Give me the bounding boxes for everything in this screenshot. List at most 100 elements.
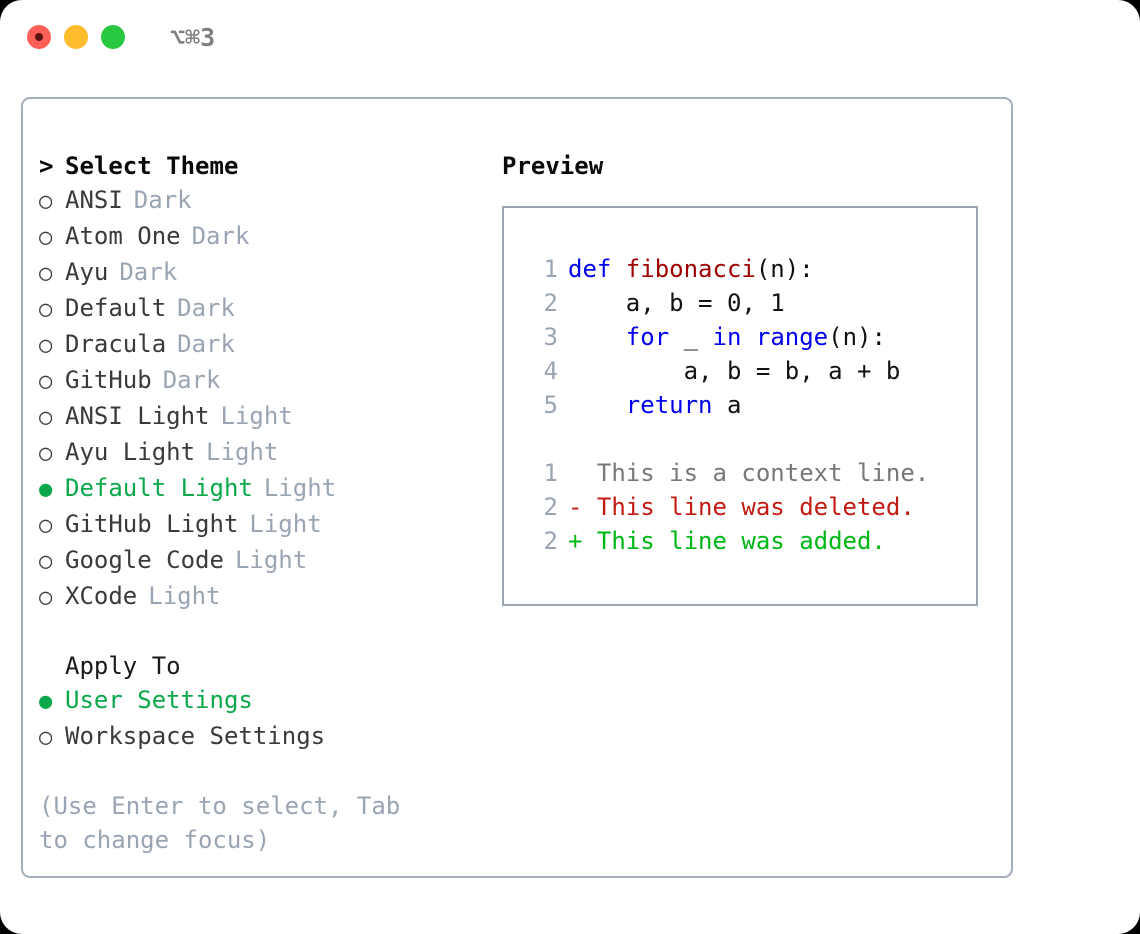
theme-option-label: Google Code (65, 546, 224, 574)
apply-to-option-user-settings[interactable]: ● User Settings (39, 683, 469, 719)
code-diff-gap (524, 422, 976, 456)
theme-picker-title: Select Theme (65, 152, 239, 180)
code-token-ctx: This is a context line. (568, 459, 930, 487)
line-number: 5 (543, 391, 558, 419)
code-token-txt: a, b = 0, 1 (568, 289, 785, 317)
keyboard-hint-text: (Use Enter to select, Tab to change focu… (39, 792, 415, 854)
theme-option-label: Dracula (65, 330, 167, 358)
code-line: 5 return a (524, 388, 976, 422)
theme-option-label: Ayu Light (65, 438, 196, 466)
theme-option-label: XCode (65, 582, 138, 610)
radio-unselected-icon: ○ (39, 261, 53, 286)
theme-option-tag: Light (206, 438, 279, 466)
diff-line: 2+ This line was added. (524, 524, 976, 558)
apply-to-title: Apply To (65, 652, 181, 680)
theme-option-label: Ayu (65, 258, 109, 286)
theme-picker-header: > Select Theme (39, 149, 469, 183)
apply-to-option-label: User Settings (65, 686, 253, 714)
theme-option-label: ANSI Light (65, 402, 210, 430)
code-token-txt: a (712, 391, 742, 419)
theme-option-tag: Light (148, 582, 221, 610)
diff-sample: 1 This is a context line. 2 - This line wa… (524, 456, 976, 558)
theme-option-google-code[interactable]: ○ Google Code Light (39, 543, 469, 579)
radio-unselected-icon: ○ (39, 549, 53, 574)
radio-unselected-icon: ○ (39, 333, 53, 358)
close-window-button[interactable] (27, 25, 51, 49)
zoom-window-button[interactable] (101, 25, 125, 49)
code-line: 1 def fibonacci(n): (524, 252, 976, 286)
radio-unselected-icon: ○ (39, 297, 53, 322)
code-token-txt (568, 388, 626, 422)
apply-to-option-label: Workspace Settings (65, 722, 326, 750)
theme-option-label: ANSI (65, 186, 123, 214)
line-number: 4 (543, 357, 558, 385)
theme-option-default[interactable]: ○ Default Dark (39, 291, 469, 327)
code-token-kw: in (712, 323, 742, 351)
theme-option-dracula[interactable]: ○ Dracula Dark (39, 327, 469, 363)
apply-to-option-workspace-settings[interactable]: ○ Workspace Settings (39, 719, 469, 755)
code-token-kw: return (625, 391, 713, 419)
radio-unselected-icon: ○ (39, 441, 53, 466)
code-token-kw: range (755, 323, 829, 351)
title-bar: ⌥⌘3 (0, 0, 1140, 78)
theme-option-ayu[interactable]: ○ Ayu Dark (39, 255, 469, 291)
code-token-txt: (n): (755, 255, 814, 283)
theme-option-ansi-light[interactable]: ○ ANSI Light Light (39, 399, 469, 435)
theme-option-tag: Light (234, 546, 308, 574)
code-token-txt (568, 320, 626, 354)
code-token-txt (741, 320, 755, 354)
theme-option-github[interactable]: ○ GitHub Dark (39, 363, 469, 399)
line-number: 1 (543, 255, 558, 283)
radio-selected-icon: ● (39, 689, 53, 714)
theme-option-atom-one[interactable]: ○ Atom One Dark (39, 219, 469, 255)
line-number: 3 (543, 323, 558, 351)
theme-option-label: Default (65, 294, 167, 322)
code-token-del: - This line was deleted. (568, 493, 915, 521)
apply-to-header: Apply To (39, 649, 469, 683)
radio-unselected-icon: ○ (39, 405, 53, 430)
code-token-fn: fibonacci (625, 255, 756, 283)
code-token-txt: _ (669, 323, 713, 351)
theme-option-label: Default Light (65, 474, 253, 502)
radio-unselected-icon: ○ (39, 369, 53, 394)
radio-unselected-icon: ○ (39, 725, 53, 750)
theme-option-label: Atom One (65, 222, 181, 250)
code-line: 3 for _ in range(n): (524, 320, 976, 354)
preview-title: Preview (502, 152, 604, 180)
code-token-kw: def (568, 255, 626, 283)
minimize-window-button[interactable] (64, 25, 88, 49)
theme-option-label: GitHub (65, 366, 152, 394)
keyboard-shortcut-label: ⌥⌘3 (170, 23, 216, 52)
diff-line: 1 This is a context line. (524, 456, 976, 490)
theme-option-tag: Dark (119, 258, 178, 286)
line-number: 2 (543, 493, 558, 521)
theme-option-tag: Dark (191, 222, 250, 250)
selection-caret-icon: > (39, 152, 54, 180)
theme-option-tag: Dark (133, 186, 192, 214)
code-token-txt: a, b = b, a + b (568, 357, 901, 385)
apply-to-indent (39, 649, 65, 683)
code-token-txt: (n): (828, 323, 886, 351)
theme-option-tag: Light (249, 510, 322, 538)
theme-option-tag: Dark (177, 294, 235, 322)
theme-option-tag: Dark (162, 366, 221, 394)
code-line: 2 a, b = 0, 1 (524, 286, 976, 320)
code-token-kw: for (625, 323, 670, 351)
radio-unselected-icon: ○ (39, 225, 53, 250)
theme-option-tag: Dark (177, 330, 235, 358)
theme-option-ayu-light[interactable]: ○ Ayu Light Light (39, 435, 469, 471)
apply-to-list: ● User Settings ○ Workspace Settings (39, 683, 469, 755)
code-line: 4 a, b = b, a + b (524, 354, 976, 388)
radio-unselected-icon: ○ (39, 513, 53, 538)
theme-option-tag: Light (220, 402, 293, 430)
